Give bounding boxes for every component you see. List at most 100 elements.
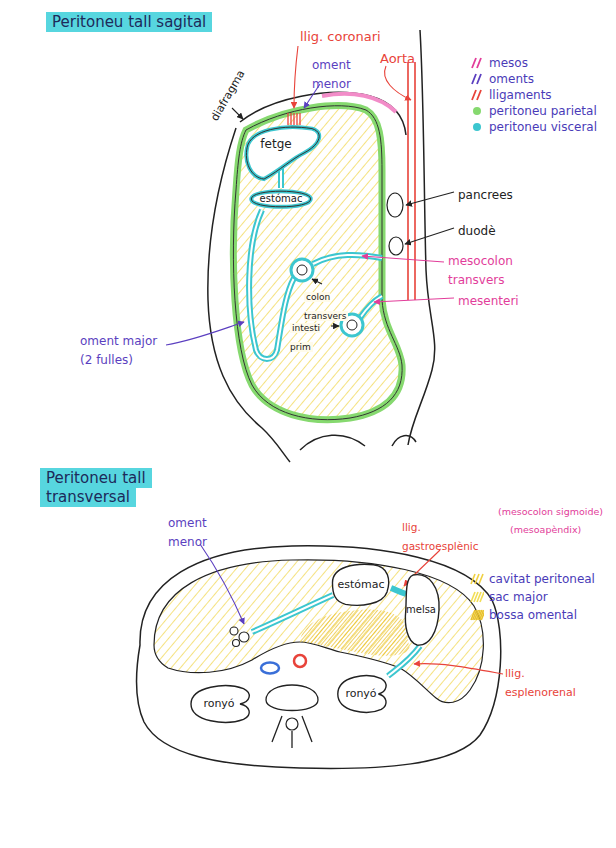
part-label: llig. gastroesplènic bbox=[402, 521, 479, 552]
splenorenal-gap bbox=[388, 646, 420, 676]
omental-bursa bbox=[300, 610, 410, 656]
organ-name: estómac bbox=[260, 193, 303, 205]
greater-omentum-gap bbox=[249, 210, 294, 359]
vertebral-processes bbox=[272, 716, 312, 748]
label-box: intesti prim bbox=[290, 316, 332, 354]
label-box: (mesoapèndix) bbox=[510, 518, 581, 537]
legend-swatch bbox=[470, 73, 484, 85]
organ-outline bbox=[244, 124, 324, 182]
mesentery bbox=[360, 296, 382, 318]
organ-name: fetge bbox=[260, 137, 291, 151]
label-box: llig. esplenorenal bbox=[505, 662, 583, 700]
label-box: oment major (2 fulles) bbox=[80, 330, 166, 368]
part-label: mesenteri bbox=[458, 294, 519, 308]
stomach-organ: estómac bbox=[330, 562, 392, 608]
peritoneal-cavity bbox=[233, 106, 402, 420]
label-box: mesocolon transvers bbox=[448, 250, 528, 288]
transverse-leaders bbox=[200, 544, 503, 674]
label-box: duodè bbox=[458, 220, 496, 239]
splenorenal-ligament bbox=[388, 646, 420, 676]
organ-text-stack: ronyó bbox=[203, 697, 234, 710]
diaphragm bbox=[240, 92, 406, 135]
label-box: colon transvers bbox=[304, 285, 356, 323]
legend-swatch bbox=[470, 609, 484, 621]
spleen-organ: melsa bbox=[401, 572, 441, 648]
aorta bbox=[294, 655, 306, 667]
transverse-colon bbox=[291, 259, 313, 281]
part-label: oment major (2 fulles) bbox=[80, 334, 157, 367]
part-label: pancrees bbox=[458, 188, 513, 202]
legend-swatch bbox=[470, 57, 484, 69]
legend-swatch bbox=[470, 105, 484, 117]
coronary-ligament bbox=[288, 113, 300, 125]
intestine-lumen bbox=[347, 320, 357, 330]
legend-row: peritoneu parietal bbox=[470, 104, 597, 118]
legend-text: mesos bbox=[489, 56, 528, 70]
legend-text: bossa omental bbox=[489, 608, 577, 622]
pelvis bbox=[300, 435, 416, 450]
mesentery-gap bbox=[360, 296, 382, 318]
gastrosplenic-ligament bbox=[391, 588, 406, 594]
organ-text-stack: ronyó bbox=[345, 687, 376, 700]
mesos-band bbox=[322, 94, 396, 112]
vena-cava bbox=[261, 663, 279, 674]
greater-omentum bbox=[249, 210, 294, 359]
legend-swatch bbox=[470, 121, 484, 133]
vertebra bbox=[266, 685, 318, 711]
pancreas bbox=[387, 193, 403, 217]
organ-text-stack: fetge bbox=[260, 137, 291, 151]
legend-row: mesos bbox=[470, 56, 528, 70]
part-label: intesti prim bbox=[290, 323, 320, 352]
section-title: Peritoneu tall transversal bbox=[40, 468, 152, 507]
organ-text-stack: estómac bbox=[337, 578, 384, 591]
stomach-organ: estómac bbox=[250, 186, 312, 212]
label-box: (mesocolon sigmoide) bbox=[498, 500, 603, 519]
label-box: mesenteri bbox=[458, 290, 519, 309]
organ-name: estómac bbox=[337, 578, 384, 591]
part-label: duodè bbox=[458, 224, 496, 238]
label-box: diafragma bbox=[204, 65, 249, 123]
label-box: pancrees bbox=[458, 184, 513, 203]
label-box: Aorta bbox=[380, 48, 415, 67]
body-outline bbox=[137, 546, 501, 769]
legend-row: lligaments bbox=[470, 88, 552, 102]
legend-row: cavitat peritoneal bbox=[470, 572, 595, 586]
legend-text: cavitat peritoneal bbox=[489, 572, 595, 586]
part-label: diafragma bbox=[208, 68, 247, 123]
legend-text: sac major bbox=[489, 590, 548, 604]
peritoneal-cavity bbox=[154, 560, 483, 703]
part-label: colon transvers bbox=[304, 292, 348, 321]
portal-vessel bbox=[233, 640, 240, 647]
part-label: llig. esplenorenal bbox=[505, 667, 576, 699]
organ-name: melsa bbox=[406, 604, 436, 616]
legend-text: peritoneu visceral bbox=[489, 120, 597, 134]
legend-text: lligaments bbox=[489, 88, 552, 102]
spinal-canal bbox=[286, 718, 298, 730]
transverse-section bbox=[137, 546, 501, 769]
part-label: llig. coronari bbox=[300, 29, 381, 44]
part-label: (mesoapèndix) bbox=[510, 524, 581, 535]
legend-row: bossa omental bbox=[470, 608, 577, 622]
kidney-organ: ronyó bbox=[184, 682, 254, 726]
legend-swatch bbox=[470, 89, 484, 101]
peritoneal-cavity-outline bbox=[233, 106, 402, 420]
label-box: llig. coronari bbox=[300, 26, 381, 45]
legend-swatch bbox=[470, 591, 484, 603]
label-box: oment menor bbox=[168, 512, 220, 550]
part-label: Aorta bbox=[380, 51, 415, 66]
duodenum bbox=[389, 237, 403, 255]
label-box: oment menor bbox=[312, 54, 362, 92]
legend-text: peritoneu parietal bbox=[489, 104, 597, 118]
organ-text-stack: melsa bbox=[406, 604, 436, 616]
back-wall bbox=[408, 30, 435, 445]
legend-swatch bbox=[470, 573, 484, 585]
aorta bbox=[408, 62, 415, 300]
lesser-omentum-gap bbox=[252, 595, 333, 632]
part-label: mesocolon transvers bbox=[448, 254, 513, 287]
lesser-omentum bbox=[252, 595, 333, 632]
legend-text: oments bbox=[489, 72, 534, 86]
legend-row: oments bbox=[470, 72, 534, 86]
part-label: oment menor bbox=[312, 58, 351, 91]
part-label: oment menor bbox=[168, 516, 207, 549]
